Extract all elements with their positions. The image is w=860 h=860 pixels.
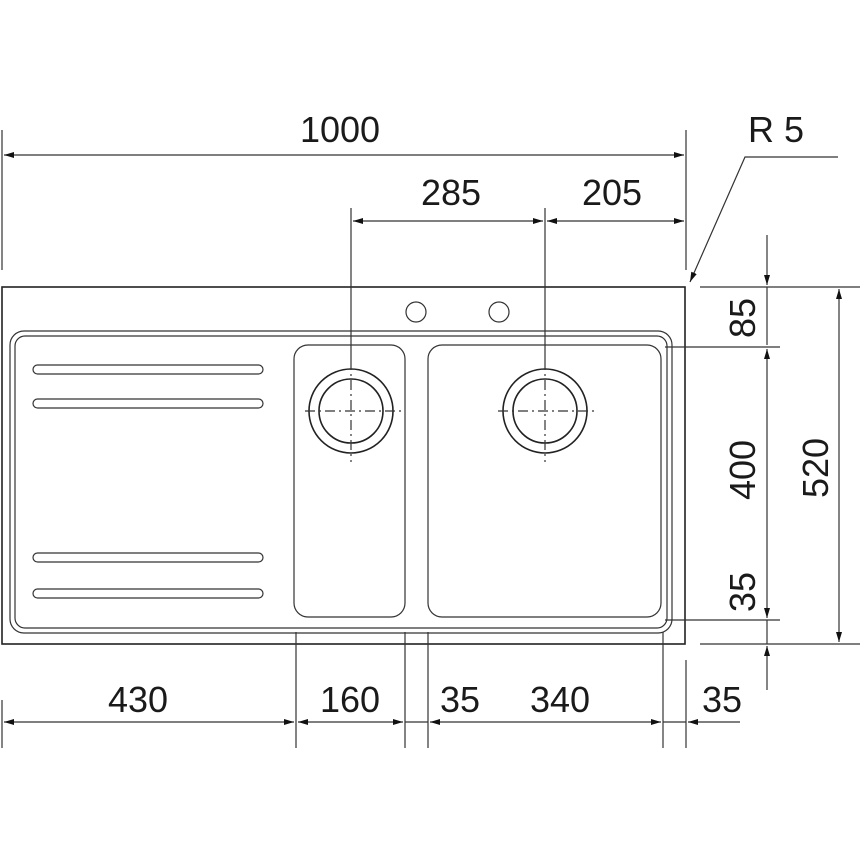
drainboard-rim-inner [14, 335, 668, 629]
dim-drain-spacing: 285 [421, 172, 481, 213]
dim-drain-to-edge: 205 [582, 172, 642, 213]
dim-small-bowl-width: 160 [320, 679, 380, 720]
dim-right-margin: 35 [702, 679, 742, 720]
dim-top-margin: 85 [722, 298, 763, 338]
dim-overall-width: 1000 [300, 109, 380, 150]
sink-outline [1, 286, 686, 645]
dim-overall-depth: 520 [795, 438, 836, 498]
dim-bowl-divider: 35 [440, 679, 480, 720]
dim-drainboard-width: 430 [108, 679, 168, 720]
small-bowl-drain [305, 360, 405, 462]
drainboard-grooves [32, 364, 264, 599]
dim-bottom-inner: 35 [722, 572, 763, 612]
tap-hole-icon [488, 301, 510, 323]
dim-radius: R 5 [748, 109, 804, 150]
dim-large-bowl-width: 340 [530, 679, 590, 720]
small-bowl [293, 344, 406, 618]
dim-bowl-depth: 400 [722, 440, 763, 500]
tap-hole-icon [405, 301, 427, 323]
drainboard-rim-outer [9, 330, 673, 634]
large-bowl-drain [498, 360, 598, 462]
